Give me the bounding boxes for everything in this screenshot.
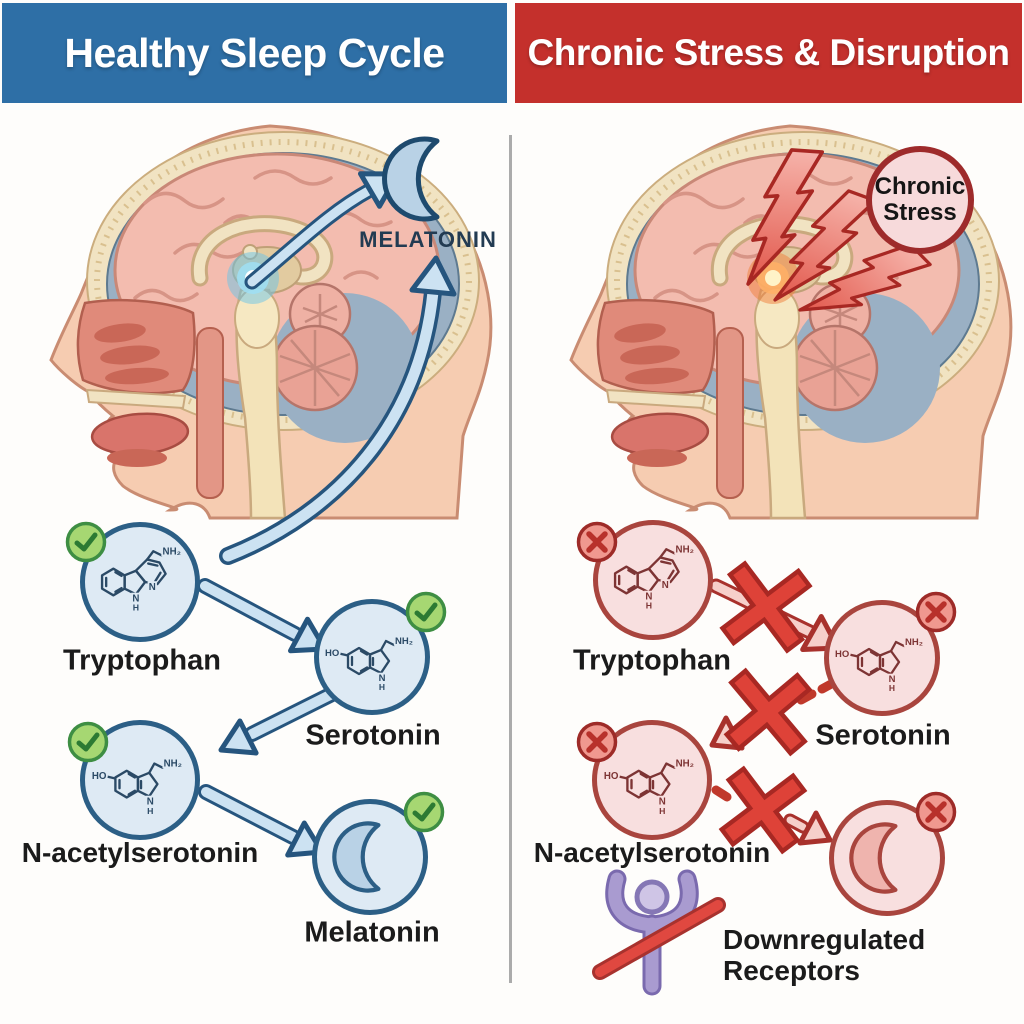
svg-text:H: H (133, 603, 139, 613)
x-mark (719, 560, 813, 654)
panel-divider (509, 135, 512, 983)
arrow-serotonin-nacetyl (218, 686, 340, 756)
arrow-tryptophan-serotonin (197, 578, 328, 654)
check-icon (67, 721, 109, 763)
receptor-caption: Downregulated Receptors (723, 924, 925, 986)
receptor-caption-line1: Downregulated (723, 924, 926, 955)
header-stress: Chronic Stress & Disruption (515, 3, 1022, 103)
svg-text:N: N (149, 582, 156, 593)
header-stress-title: Chronic Stress & Disruption (527, 32, 1010, 73)
svg-text:N: N (379, 673, 386, 684)
svg-text:HO: HO (325, 648, 339, 659)
label-serotonin-healthy: Serotonin (305, 719, 441, 752)
svg-text:N: N (889, 674, 896, 685)
check-icon (403, 791, 445, 833)
svg-text:N: N (147, 797, 154, 808)
node-tryptophan-stressed: NH₂ N N H (593, 520, 713, 640)
check-icon (65, 521, 107, 563)
nacetylserotonin-molecule: NH₂ HO N H (602, 757, 696, 818)
bubble-line1: Chronic (874, 173, 966, 201)
svg-text:H: H (646, 601, 652, 611)
serotonin-molecule: NH₂ HO N H (323, 634, 414, 694)
svg-text:N: N (645, 591, 652, 602)
svg-text:NH₂: NH₂ (676, 544, 694, 555)
melatonin-release-label: MELATONIN (359, 227, 497, 252)
label-tryptophan-stressed: Tryptophan (573, 644, 731, 677)
x-mark (723, 667, 813, 757)
node-serotonin-healthy: NH₂ HO N H (314, 599, 430, 715)
svg-text:H: H (889, 683, 895, 693)
serotonin-molecule: NH₂ HO N H (833, 635, 924, 695)
tryptophan-molecule: NH₂ N N H (613, 543, 696, 612)
nacetylserotonin-molecule: NH₂ HO N H (90, 757, 184, 818)
svg-text:HO: HO (835, 649, 849, 660)
svg-text:N: N (132, 593, 139, 604)
svg-text:N: N (659, 797, 666, 808)
blocked-arrow-tryptophan-serotonin (708, 560, 841, 654)
svg-text:H: H (147, 806, 153, 816)
svg-text:NH₂: NH₂ (676, 759, 694, 770)
chronic-stress-bubble: Chronic Stress (866, 146, 974, 254)
tryptophan-molecule: NH₂ N N H (100, 545, 183, 614)
x-icon (576, 521, 618, 563)
blocked-arrow-nacetyl-melatonin (711, 765, 833, 855)
x-icon (915, 791, 957, 833)
label-melatonin-healthy: Melatonin (304, 916, 440, 949)
label-tryptophan-healthy: Tryptophan (63, 644, 221, 677)
svg-text:NH₂: NH₂ (395, 636, 413, 647)
arrow-pathway-to-moon (219, 255, 457, 565)
svg-text:HO: HO (92, 771, 107, 782)
label-serotonin-stressed: Serotonin (815, 719, 951, 752)
svg-text:HO: HO (604, 771, 619, 782)
check-icon (405, 591, 447, 633)
label-nacetylserotonin-healthy: N-acetylserotonin (21, 837, 259, 868)
receptor-caption-line2: Receptors (723, 955, 860, 986)
svg-text:N: N (662, 580, 669, 591)
moon-icon (328, 815, 412, 899)
svg-text:H: H (659, 806, 665, 816)
header-healthy: Healthy Sleep Cycle (2, 3, 507, 103)
arrow-nacetyl-melatonin (198, 784, 325, 858)
header-healthy-title: Healthy Sleep Cycle (64, 29, 445, 76)
svg-text:H: H (379, 682, 385, 692)
svg-text:NH₂: NH₂ (905, 637, 923, 648)
x-icon (915, 591, 957, 633)
svg-text:NH₂: NH₂ (163, 546, 181, 557)
bubble-line2: Stress (883, 199, 957, 226)
svg-text:NH₂: NH₂ (164, 759, 182, 770)
x-icon (576, 721, 618, 763)
moon-icon (377, 129, 477, 229)
blocked-receptor-icon (592, 869, 726, 996)
blocked-arrow-serotonin-nacetyl (709, 667, 838, 757)
x-mark (718, 765, 808, 855)
label-nacetylserotonin-stressed: N-acetylserotonin (533, 837, 771, 868)
